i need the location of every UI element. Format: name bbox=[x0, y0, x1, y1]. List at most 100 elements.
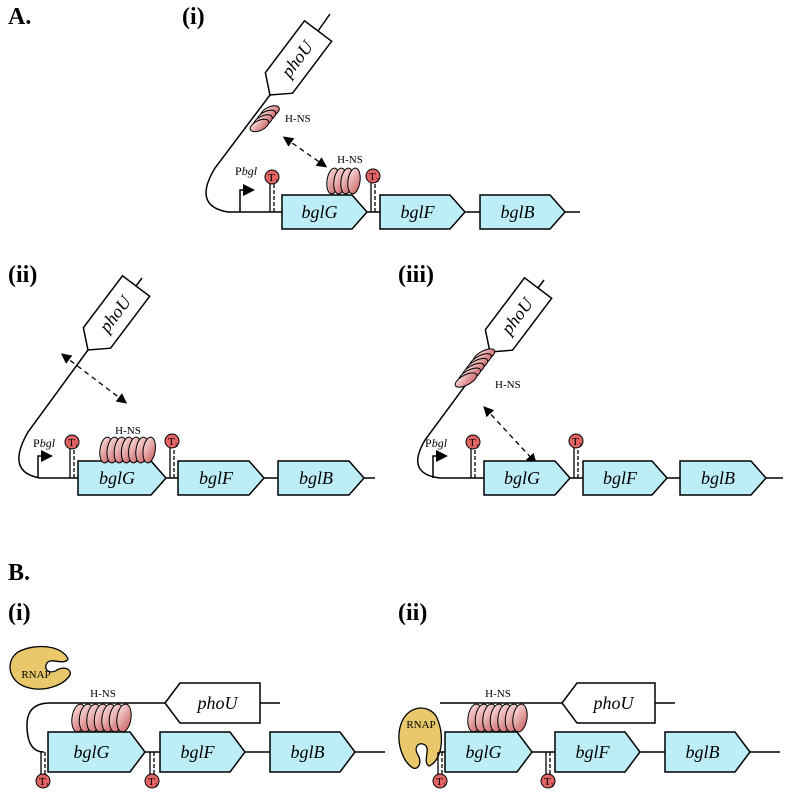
terminator-circle bbox=[540, 773, 556, 789]
gene-label: bglG bbox=[466, 742, 502, 762]
terminator-circle bbox=[568, 433, 584, 449]
terminator-letter: T bbox=[168, 436, 175, 448]
gene-bglB: bglB bbox=[664, 731, 751, 773]
rnap-label: RNAP bbox=[21, 669, 50, 681]
rnap-shape bbox=[398, 707, 443, 769]
hns-protein bbox=[347, 167, 361, 195]
gene-label: bglB bbox=[291, 742, 325, 762]
rnap-shape bbox=[9, 645, 71, 690]
hns-protein bbox=[454, 372, 478, 388]
terminator-T1: T1 bbox=[264, 169, 280, 212]
gene-arrow-shape bbox=[664, 731, 751, 773]
hns-cluster bbox=[71, 703, 132, 733]
hns-cluster bbox=[99, 436, 156, 464]
terminator-letter: T bbox=[436, 776, 443, 788]
gene-label: bglB bbox=[501, 202, 535, 222]
terminator-letter: T bbox=[68, 437, 75, 449]
gene-arrow-shape bbox=[269, 731, 356, 773]
terminator-letter: T bbox=[544, 776, 551, 788]
promoter-prefix: P bbox=[425, 436, 432, 450]
interaction-arrow bbox=[282, 136, 328, 168]
terminator-subscript: 2 bbox=[155, 783, 158, 789]
gene-bglF: bglF bbox=[582, 460, 669, 496]
terminator-label: T1 bbox=[68, 437, 78, 450]
terminator-letter: T bbox=[469, 437, 476, 449]
phoU-rotated: phoU bbox=[264, 19, 333, 96]
promoter-arrow-icon bbox=[239, 184, 255, 212]
terminator-circle bbox=[365, 168, 381, 184]
terminator-label: T1 bbox=[469, 437, 479, 450]
phoU-rotated: phoU bbox=[82, 274, 151, 351]
gene-phoU: phoU bbox=[264, 19, 333, 96]
gene-arrow-shape bbox=[483, 460, 572, 496]
terminator-subscript: 1 bbox=[46, 783, 49, 789]
gene-arrow-shape bbox=[82, 274, 151, 351]
terminator-label: T1 bbox=[436, 776, 446, 789]
terminator-label: T2 bbox=[148, 776, 158, 789]
gene-label: bglB bbox=[701, 468, 735, 488]
gene-bglG: bglG bbox=[483, 460, 572, 496]
rnap: RNAP bbox=[398, 707, 443, 769]
gene-bglG: bglG bbox=[281, 194, 369, 230]
gene-arrow-shape bbox=[479, 194, 567, 230]
terminator-letter: T bbox=[572, 436, 579, 448]
gene-bglB: bglB bbox=[479, 194, 567, 230]
gene-bglF: bglF bbox=[177, 460, 266, 496]
gene-label: bglG bbox=[99, 468, 135, 488]
panel-label-B: B. bbox=[8, 560, 30, 586]
panel-label-Ai: (i) bbox=[182, 4, 205, 30]
dna-strand bbox=[416, 279, 783, 479]
terminator-T1: T1 bbox=[432, 752, 448, 789]
rnap: RNAP bbox=[9, 645, 71, 690]
hns-label: H-NS bbox=[337, 154, 363, 166]
gene-label: phoU bbox=[196, 693, 239, 713]
gene-arrow-shape bbox=[679, 460, 768, 496]
interaction-arrow bbox=[483, 406, 537, 464]
terminator-T2: T2 bbox=[540, 752, 556, 789]
terminator-T2: T2 bbox=[164, 433, 180, 478]
gene-arrow-shape bbox=[159, 731, 246, 773]
terminator-circle bbox=[432, 773, 448, 789]
terminator-subscript: 1 bbox=[443, 783, 446, 789]
gene-bglF: bglF bbox=[379, 194, 467, 230]
promoter-pbgl: Pbgl bbox=[425, 436, 448, 478]
hns-label: H-NS bbox=[115, 425, 141, 437]
gene-arrow-shape bbox=[484, 276, 553, 353]
hns-label: H-NS bbox=[90, 688, 116, 700]
hns-protein bbox=[142, 436, 156, 464]
gene-label: bglB bbox=[299, 468, 333, 488]
promoter-arrow-icon bbox=[37, 450, 53, 478]
panel-label-A: A. bbox=[8, 4, 31, 30]
terminator-circle bbox=[465, 434, 481, 450]
gene-bglG: bglG bbox=[77, 460, 168, 496]
promoter-prefix: P bbox=[33, 436, 40, 450]
terminator-letter: T bbox=[39, 776, 46, 788]
gene-label: bglG bbox=[504, 468, 540, 488]
gene-arrow-shape bbox=[444, 731, 533, 773]
gene-bglG: bglG bbox=[47, 731, 146, 773]
terminator-letter: T bbox=[148, 776, 155, 788]
dna-strand bbox=[18, 277, 375, 479]
promoter-name: bgl bbox=[432, 436, 448, 450]
terminator-subscript: 2 bbox=[579, 443, 582, 449]
hns-cluster bbox=[249, 105, 280, 133]
hns-cluster bbox=[326, 167, 361, 195]
gene-arrow-shape bbox=[582, 460, 669, 496]
gene-bglF: bglF bbox=[159, 731, 246, 773]
hns-protein bbox=[249, 118, 270, 133]
terminator-letter: T bbox=[369, 171, 376, 183]
terminator-subscript: 2 bbox=[551, 783, 554, 789]
terminator-subscript: 2 bbox=[175, 443, 178, 449]
gene-arrow-shape bbox=[164, 682, 261, 724]
gene-arrow-shape bbox=[177, 460, 266, 496]
gene-label: bglG bbox=[302, 202, 338, 222]
hns-label: H-NS bbox=[285, 113, 311, 125]
gene-arrow-shape bbox=[281, 194, 369, 230]
promoter-arrow-icon bbox=[432, 450, 448, 478]
terminator-label: T2 bbox=[369, 171, 379, 184]
gene-label: bglG bbox=[74, 742, 110, 762]
